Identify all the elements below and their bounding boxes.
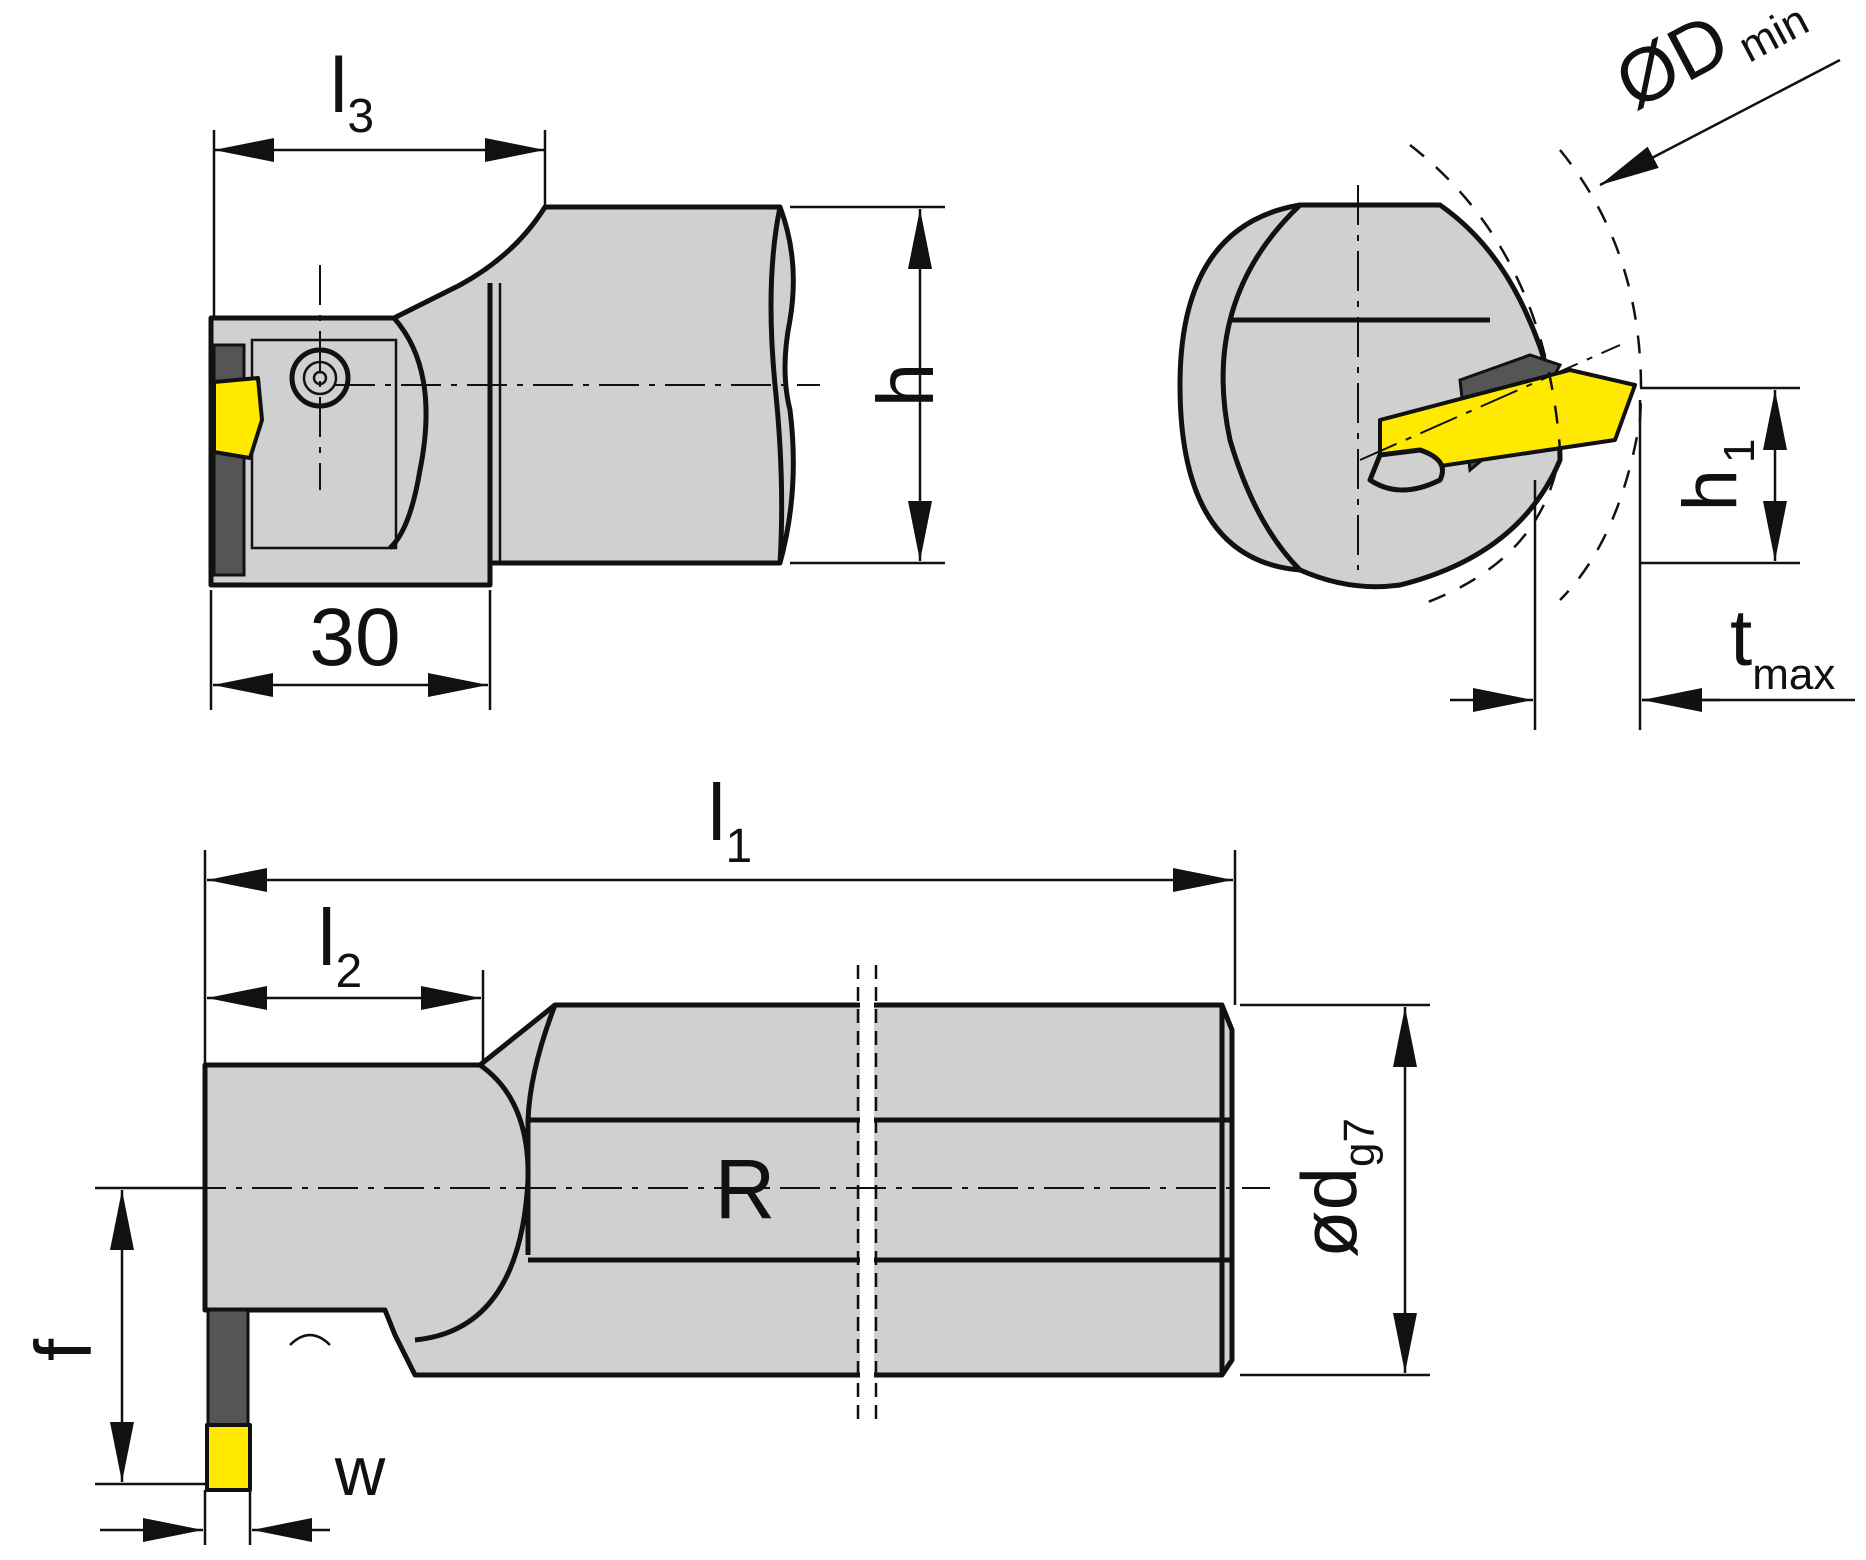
top-view: l3 h 30 — [208, 41, 950, 710]
end-view: ØDmin h1 tmax — [1177, 0, 1855, 730]
label-30: 30 — [309, 592, 400, 683]
label-w: w — [334, 1432, 386, 1510]
side-view-insert — [205, 1423, 252, 1492]
label-r: R — [715, 1142, 776, 1236]
label-l3: l3 — [330, 41, 374, 143]
label-h1: h1 — [1668, 439, 1764, 512]
label-dmin: ØDmin — [1602, 0, 1816, 130]
top-view-shank — [208, 204, 796, 588]
label-h: h — [861, 363, 950, 408]
side-view: l1 l2 R ødg7 f w — [19, 768, 1430, 1545]
label-dg7: ødg7 — [1285, 1118, 1384, 1258]
top-view-insert — [212, 376, 264, 460]
label-f: f — [19, 1338, 108, 1361]
label-tmax: tmax — [1730, 593, 1835, 699]
end-view-disc — [1177, 202, 1563, 590]
label-l2: l2 — [318, 893, 362, 998]
label-l1: l1 — [708, 768, 752, 873]
top-view-head-curve — [388, 316, 429, 550]
